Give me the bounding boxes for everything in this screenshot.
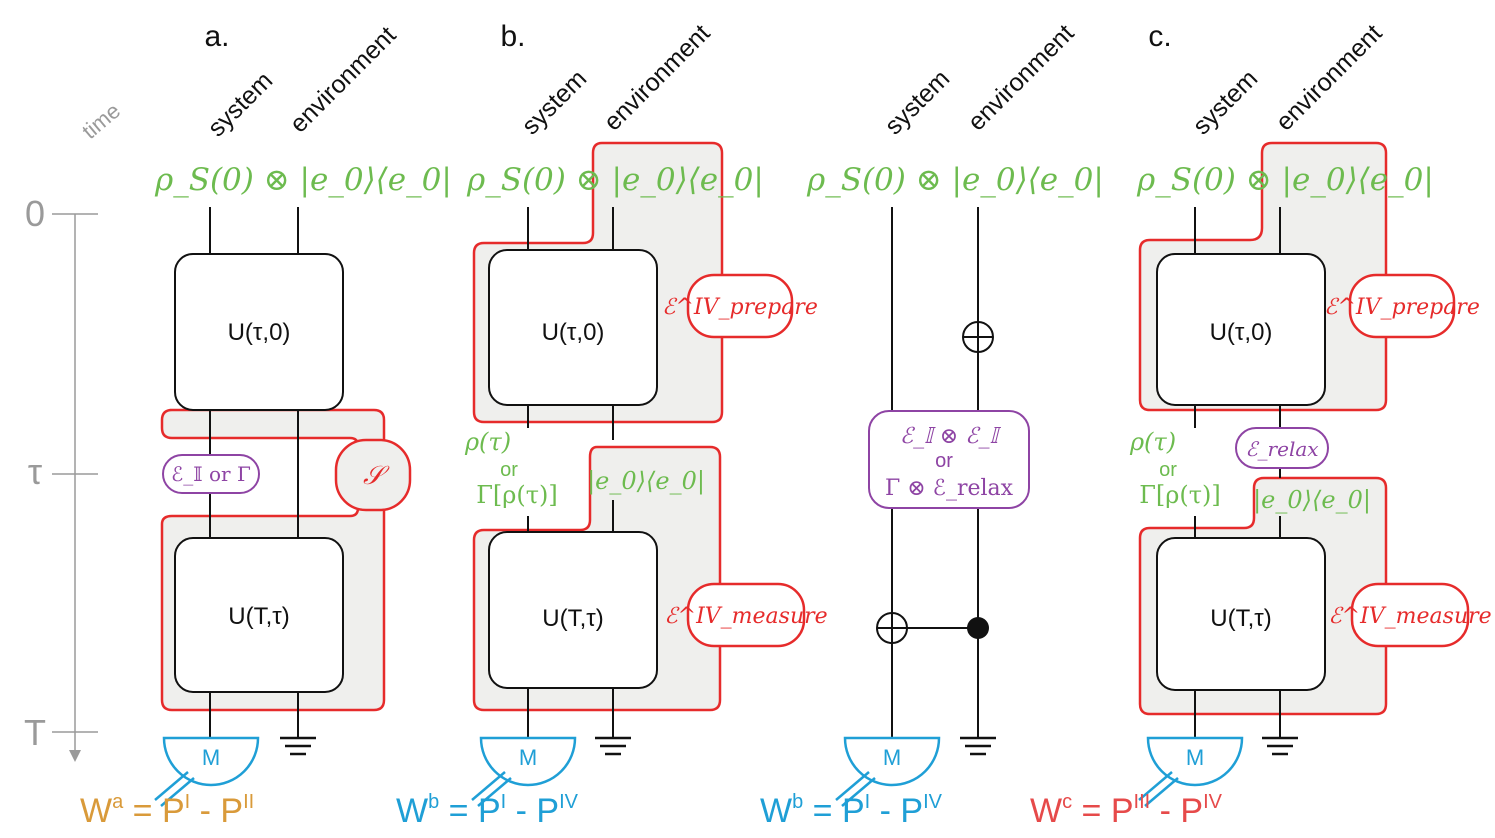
tick-0-label: 0 [25, 193, 45, 234]
unitary-u-T-tau-label: U(T,τ) [542, 605, 603, 632]
prepare-label: ℰ^IV_prepare [662, 295, 818, 320]
unitary-u-T-tau [174, 537, 344, 693]
superchannel-badge [334, 438, 412, 512]
measure-badge [1350, 582, 1470, 648]
witness-c: Wc = PIII - PIV [1030, 791, 1223, 830]
measure-channel-label: ℰ^IV_measure [1328, 604, 1491, 629]
control-dot-icon [967, 617, 989, 639]
unitary-u-T-tau [488, 531, 658, 689]
intervention-box [868, 410, 1030, 509]
or-label: or [500, 459, 518, 481]
measurement-label: M [883, 745, 901, 770]
panel-c-label: c. [1148, 20, 1171, 53]
gamma-rho-label: Γ[ρ(τ)] [476, 481, 558, 509]
panel-middle: system environment ρ_S(0) ⊗ |e_0⟩⟨e_0| ℰ… [760, 19, 1104, 830]
classical-wire [1138, 771, 1173, 801]
panel-a-label: a. [204, 20, 229, 53]
classical-wire [841, 777, 876, 807]
or-label: or [1159, 459, 1177, 481]
env-reset-label: |e_0⟩⟨e_0| [1253, 486, 1371, 515]
column-system-label: system [1187, 64, 1263, 140]
column-environment-label: environment [962, 19, 1079, 136]
column-environment-label: environment [284, 21, 401, 138]
initial-state-label: ρ_S(0) ⊗ |e_0⟩⟨e_0| [806, 162, 1104, 198]
measurement-label: M [1186, 745, 1204, 770]
time-axis: time 0 τ T [24, 98, 125, 762]
intervention-or: or [935, 450, 953, 472]
panel-b-label: b. [500, 20, 525, 53]
measure-badge [686, 582, 806, 648]
intervention-box [162, 454, 260, 494]
unitary-u-T-tau-label: U(T,τ) [1210, 605, 1271, 632]
measure-channel-label: ℰ^IV_measure [664, 604, 827, 629]
time-axis-arrow-icon [69, 750, 81, 762]
rho-tau-label: ρ(τ) [464, 428, 511, 456]
gamma-rho-label: Γ[ρ(τ)] [1139, 481, 1221, 509]
column-system-label: system [516, 64, 592, 140]
intervention-line1: ℰ_𝕀 ⊗ ℰ_𝕀 [900, 424, 1002, 449]
env-reset-label: |e_0⟩⟨e_0| [587, 467, 705, 496]
witness-a: Wa = PI - PII [80, 791, 254, 830]
rho-tau-label: ρ(τ) [1129, 428, 1176, 456]
relax-badge [1235, 427, 1329, 469]
column-system-label: system [202, 66, 278, 142]
classical-wire [477, 777, 512, 807]
intervention-label: ℰ_𝕀 or Γ [171, 462, 251, 486]
measurement-label: M [202, 745, 220, 770]
classical-wire [835, 771, 870, 801]
relax-label: ℰ_relax [1245, 437, 1318, 461]
unitary-u-tau-0-label: U(τ,0) [1210, 319, 1273, 346]
prepare-badge [1348, 273, 1456, 339]
unitary-u-tau-0-label: U(τ,0) [542, 319, 605, 346]
initial-state-label: ρ_S(0) ⊗ |e_0⟩⟨e_0| [1136, 162, 1434, 198]
unitary-u-T-tau [1156, 537, 1326, 691]
unitary-u-T-tau-label: U(T,τ) [228, 603, 289, 630]
tick-tau-label: τ [28, 451, 42, 492]
classical-wire [1144, 777, 1179, 807]
time-axis-label: time [77, 98, 125, 144]
witness-mid: Wb = PI - PIV [760, 791, 943, 830]
unitary-u-tau-0 [174, 253, 344, 411]
tick-T-label: T [24, 712, 46, 753]
classical-wire [471, 771, 506, 801]
column-environment-label: environment [598, 19, 715, 136]
unitary-u-tau-0 [488, 249, 658, 406]
panel-c: c. system environment ρ_S(0) ⊗ |e_0⟩⟨e_0… [1030, 19, 1492, 830]
panel-b: b. system environment ρ_S(0) ⊗ |e_0⟩⟨e_0… [396, 19, 828, 830]
column-system-label: system [879, 64, 955, 140]
unitary-u-tau-0 [1156, 253, 1326, 406]
initial-state-label: ρ_S(0) ⊗ |e_0⟩⟨e_0| [466, 162, 764, 198]
measurement-label: M [519, 745, 537, 770]
panel-a: a. system environment ρ_S(0) ⊗ |e_0⟩⟨e_0… [80, 20, 452, 830]
witness-b: Wb = PI - PIV [396, 791, 579, 830]
column-environment-label: environment [1270, 19, 1387, 136]
intervention-line3: Γ ⊗ ℰ_relax [885, 476, 1014, 501]
prepare-badge [686, 273, 794, 339]
classical-wire [160, 777, 195, 807]
unitary-u-tau-0-label: U(τ,0) [228, 319, 291, 346]
initial-state-label: ρ_S(0) ⊗ |e_0⟩⟨e_0| [154, 162, 452, 198]
prepare-label: ℰ^IV_prepare [1324, 295, 1480, 320]
classical-wire [154, 771, 189, 801]
